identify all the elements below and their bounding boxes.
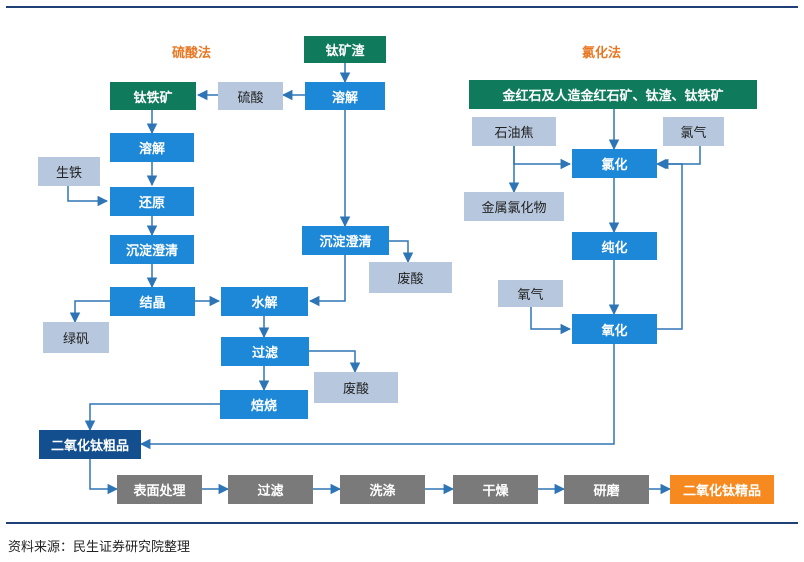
source-note: 资料来源：民生证券研究院整理: [8, 540, 191, 555]
node-surface-treatment: 表面处理: [117, 475, 202, 504]
node-filter-2: 过滤: [228, 475, 313, 504]
arrow-oxygen-to-oxidation: [530, 307, 572, 335]
node-sulfuric-acid: 硫酸: [218, 82, 283, 110]
node-green-vitriol: 绿矾: [43, 322, 109, 353]
arrow-calcine-to-crude: [84, 403, 220, 432]
arrow-crude-to-surface: [89, 459, 119, 495]
node-purification: 纯化: [572, 232, 657, 260]
node-drying: 干燥: [453, 475, 538, 504]
arrow-settle-to-wasteacid: [389, 240, 414, 264]
arrow-crystallize-to-greenvitriol: [69, 300, 110, 324]
node-waste-acid-2: 废酸: [314, 372, 398, 403]
arrow-chlorine-to-chlorination: [655, 146, 701, 170]
top-rule: [6, 6, 798, 8]
node-crude-tio2: 二氧化钛粗品: [39, 430, 141, 459]
arrow-settle-to-hydrolysis: [308, 255, 346, 307]
bottom-rule: [6, 522, 798, 524]
node-refined-tio2: 二氧化钛精品: [670, 475, 774, 504]
node-chlorination: 氯化: [572, 149, 657, 178]
node-ti-slag: 钛矿渣: [304, 36, 386, 63]
node-petroleum-coke: 石油焦: [472, 117, 556, 146]
node-pig-iron: 生铁: [38, 157, 100, 186]
node-chlorine-gas: 氯气: [663, 117, 724, 146]
chloride-process-heading: 氯化法: [582, 46, 622, 61]
node-hydrolysis: 水解: [221, 287, 308, 316]
arrow-coke-to-chlorination: [513, 146, 572, 170]
node-oxidation: 氧化: [572, 314, 657, 344]
node-metal-chlorides: 金属氯化物: [464, 192, 564, 221]
arrow-filter-to-wasteacid: [309, 350, 361, 374]
node-oxygen: 氧气: [498, 280, 563, 307]
node-reduction: 还原: [110, 187, 194, 216]
sulfuric-process-heading: 硫酸法: [172, 46, 212, 61]
node-ilmenite: 钛铁矿: [110, 82, 196, 110]
node-washing: 洗涤: [340, 475, 425, 504]
node-crystallize: 结晶: [110, 287, 195, 316]
node-settle-clarify-left: 沉淀澄清: [110, 235, 194, 264]
node-waste-acid-1: 废酸: [369, 262, 452, 293]
node-grinding: 研磨: [564, 475, 649, 504]
node-chloride-feed: 金红石及人造金红石矿、钛渣、钛铁矿: [469, 80, 757, 109]
arrow-oxidation-recycle-to-chlorination: [657, 158, 683, 330]
node-dissolve-right: 溶解: [305, 82, 385, 110]
node-calcine: 焙烧: [220, 390, 308, 419]
node-filter-1: 过滤: [221, 337, 309, 366]
arrow-oxidation-to-crude: [139, 344, 615, 450]
node-dissolve-left: 溶解: [110, 133, 194, 162]
node-settle-clarify-right: 沉淀澄清: [302, 226, 389, 255]
arrow-pigiron-to-reduction: [67, 186, 109, 207]
